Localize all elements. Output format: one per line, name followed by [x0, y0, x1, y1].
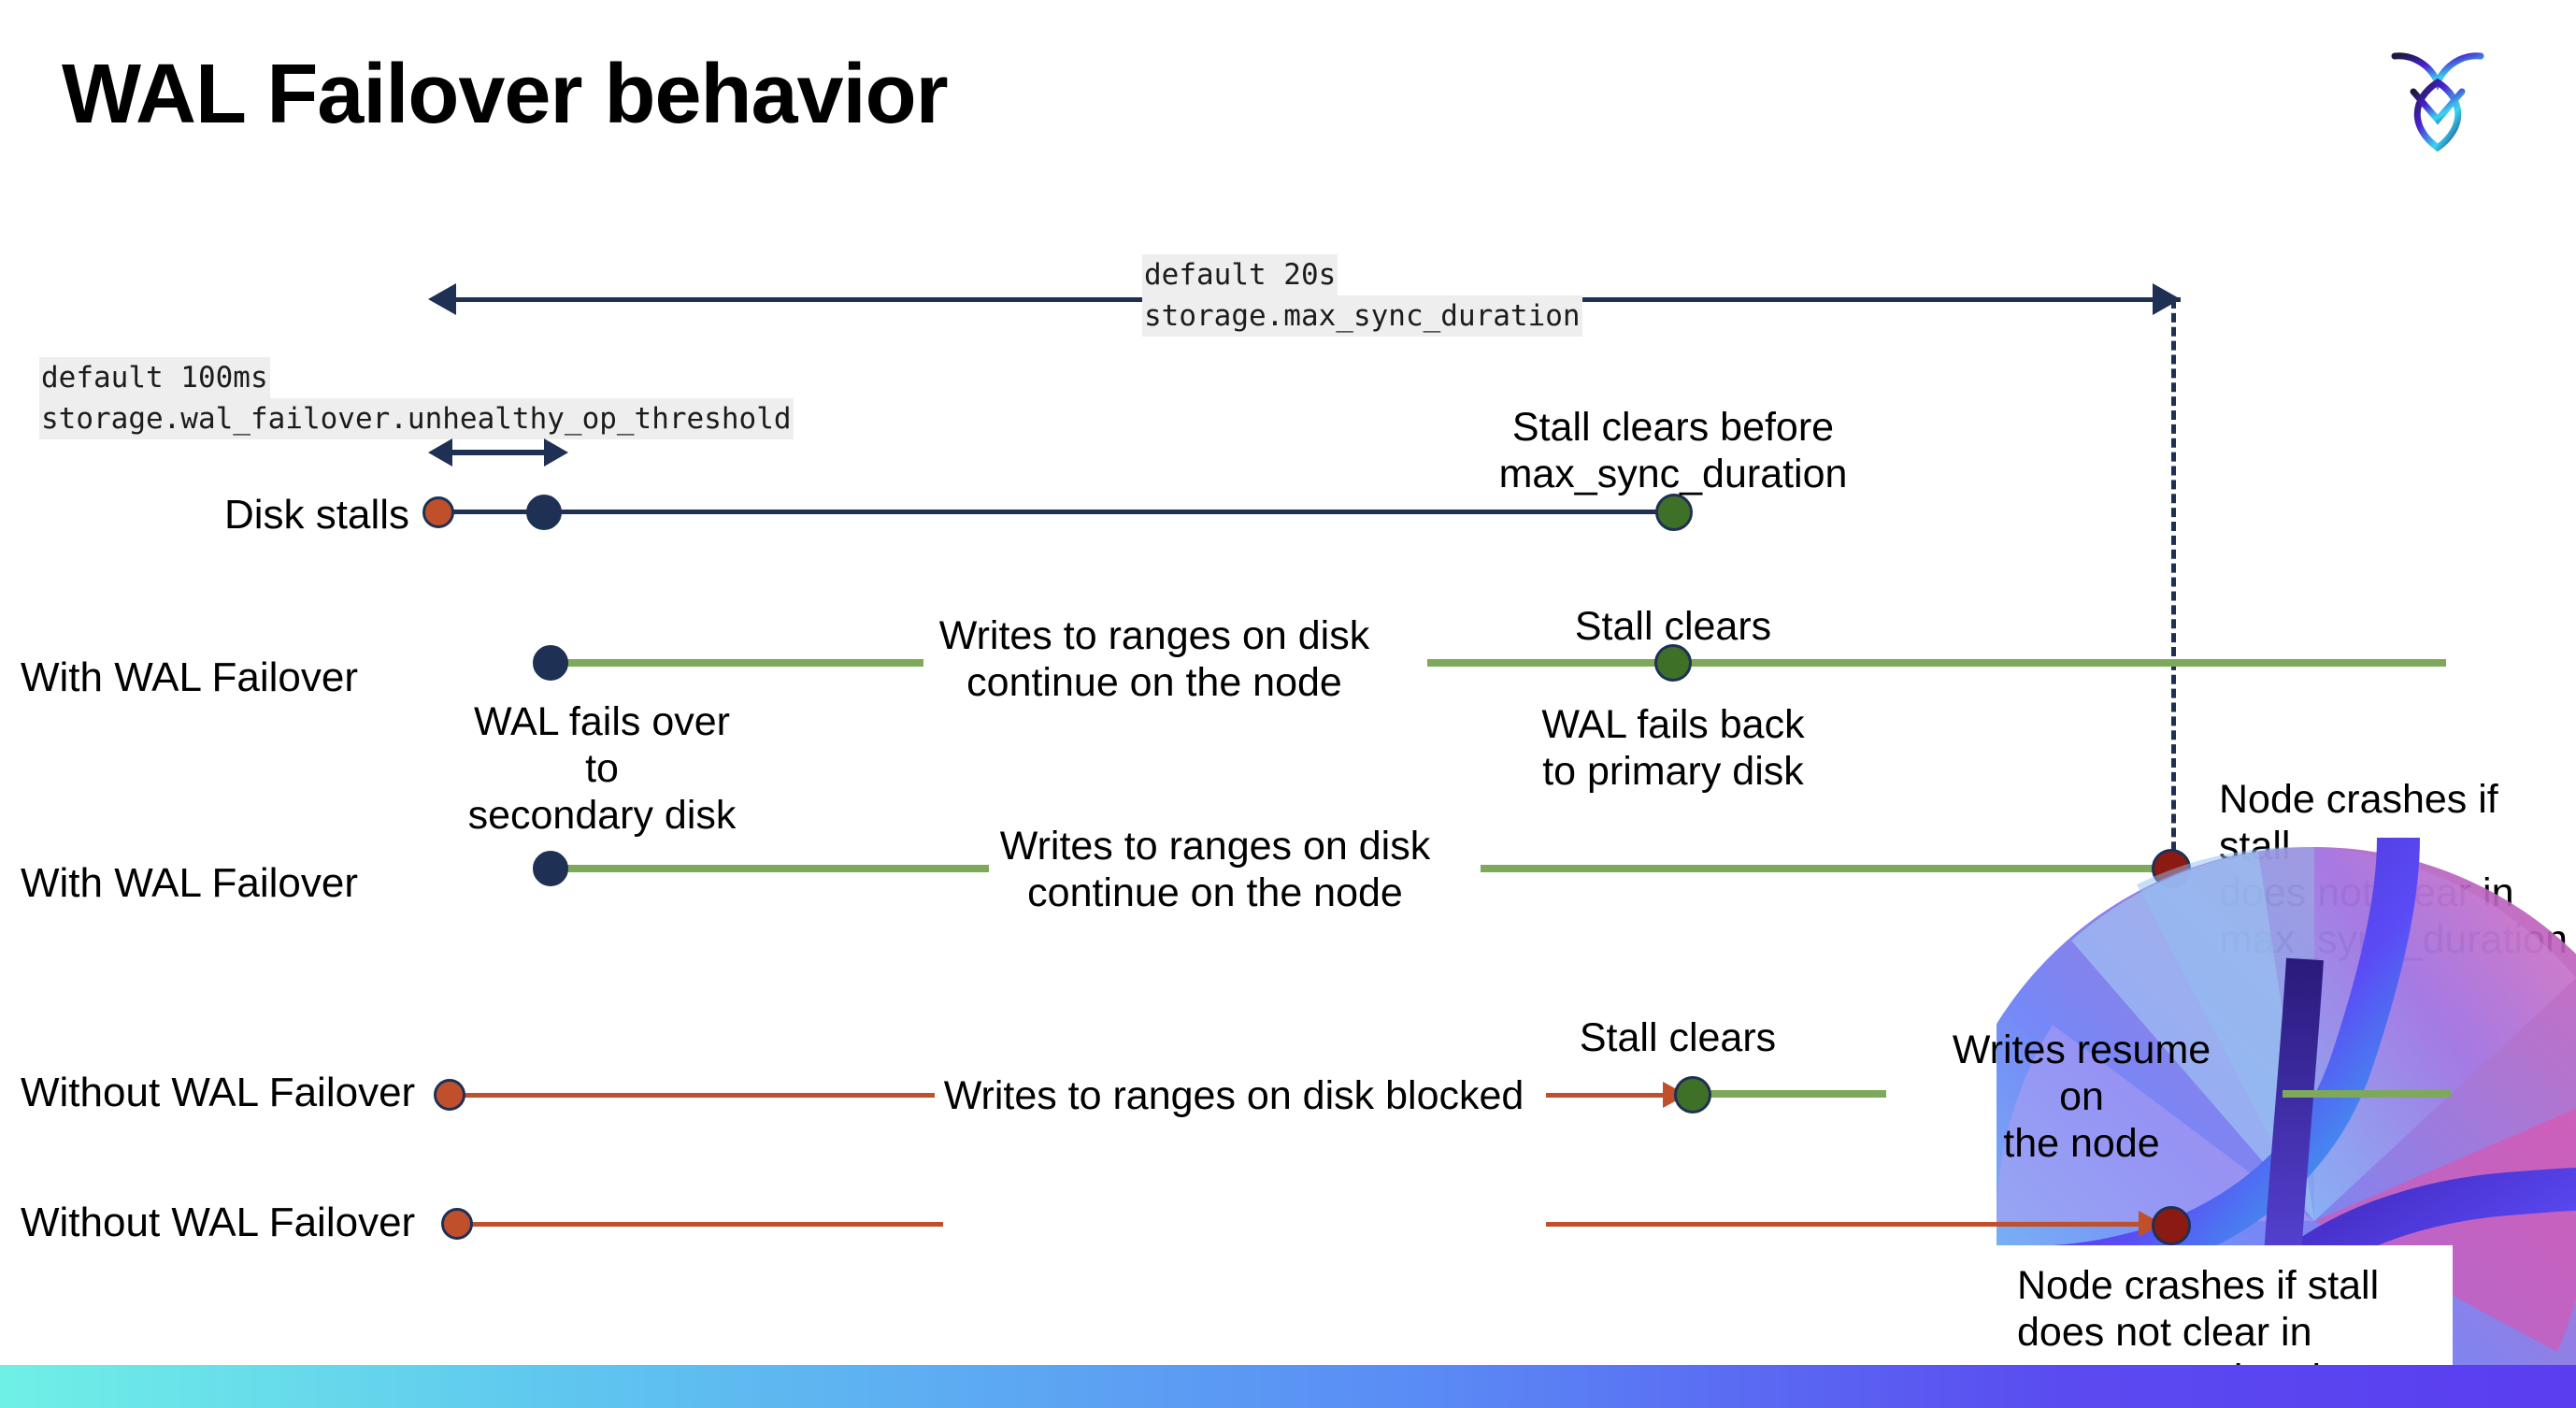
- without-wal-failover-1-resume-a: [1699, 1090, 1886, 1098]
- annotation-stall-clears-1: Stall clears: [1574, 604, 1772, 649]
- max-sync-default-text: default 20s: [1142, 254, 1338, 295]
- node-crashes-2-line2: does not clear in: [2017, 1310, 2312, 1355]
- row-label-without-wal-failover-2: Without WAL Failover: [21, 1200, 416, 1245]
- with-wal-failover-2-segment-b: [1481, 865, 2172, 872]
- row-label-with-wal-failover-1: With WAL Failover: [21, 654, 359, 700]
- wal-fails-over-line1: WAL fails over to: [474, 699, 730, 791]
- annotation-wal-fails-back: WAL fails back to primary disk: [1533, 701, 1813, 795]
- disk-stalls-start-marker: [422, 496, 454, 528]
- disk-stalls-failover-marker: [526, 495, 562, 530]
- without-wal-failover-1-blocked-b: [1546, 1093, 1677, 1098]
- without-wal-failover-1-clear-marker: [1674, 1076, 1711, 1113]
- stall-clears-before-line2: max_sync_duration: [1498, 452, 1848, 496]
- wal-fails-back-line1: WAL fails back: [1541, 702, 1805, 747]
- without-wal-failover-2-start-marker: [441, 1208, 473, 1240]
- with-wal-failover-2-segment-a: [550, 865, 989, 872]
- disk-stalls-timeline: [439, 510, 1678, 514]
- unhealthy-default-text: default 100ms: [39, 357, 270, 398]
- max-sync-duration-dashed-guide: [2171, 299, 2176, 879]
- writes-resume-line2: the node: [2003, 1121, 2160, 1166]
- with-wal-failover-1-failover-marker: [533, 645, 568, 681]
- node-crashes-1-line2: does not clear in: [2219, 870, 2514, 915]
- with-wal-failover-1-clear-marker: [1654, 644, 1692, 682]
- without-wal-failover-2-blocked-b: [1546, 1222, 2154, 1227]
- disk-stalls-clear-marker: [1655, 494, 1693, 531]
- row-label-with-wal-failover-2: With WAL Failover: [21, 860, 359, 906]
- unhealthy-threshold-span-line: [451, 450, 548, 455]
- without-wal-failover-1-start-marker: [434, 1079, 465, 1111]
- annotation-writes-continue-1: Writes to ranges on disk continue on the…: [935, 612, 1374, 706]
- without-wal-failover-2-blocked-a: [462, 1222, 943, 1227]
- writes-continue-2-line2: continue on the node: [1027, 870, 1403, 915]
- annotation-wal-fails-over: WAL fails over to secondary disk: [462, 698, 742, 839]
- with-wal-failover-2-failover-marker: [533, 851, 568, 886]
- node-crashes-1-line3: max_sync_duration: [2219, 917, 2568, 962]
- annotation-writes-resume: Writes resume on the node: [1927, 1027, 2236, 1167]
- wal-fails-back-line2: to primary disk: [1542, 749, 1804, 794]
- max-sync-span-arrow-left: [428, 283, 456, 315]
- max-sync-span-arrow-right: [2153, 283, 2181, 315]
- node-crashes-2-line1: Node crashes if stall: [2017, 1263, 2380, 1308]
- bottom-gradient-bar: [0, 1365, 2576, 1408]
- unhealthy-span-arrow-right: [544, 438, 568, 467]
- unhealthy-span-arrow-left: [428, 438, 452, 467]
- annotation-writes-blocked-1: Writes to ranges on disk blocked: [943, 1073, 1524, 1118]
- writes-continue-1-line2: continue on the node: [966, 660, 1342, 705]
- without-wal-failover-2-crash-marker: [2152, 1206, 2191, 1245]
- annotation-stall-clears-2: Stall clears: [1579, 1015, 1777, 1060]
- cockroachdb-logo-icon: [2382, 34, 2494, 155]
- with-wal-failover-2-crash-marker: [2152, 849, 2191, 888]
- node-crashes-1-line1: Node crashes if stall: [2219, 777, 2498, 869]
- page-title: WAL Failover behavior: [62, 48, 949, 141]
- without-wal-failover-1-resume-b: [2283, 1090, 2451, 1098]
- annotation-stall-clears-before: Stall clears before max_sync_duration: [1496, 404, 1851, 497]
- unhealthy-op-threshold-label: default 100ms storage.wal_failover.unhea…: [39, 357, 794, 439]
- with-wal-failover-1-segment-a: [550, 659, 923, 667]
- max-sync-duration-label: default 20s storage.max_sync_duration: [1142, 254, 1582, 337]
- without-wal-failover-1-blocked-a: [453, 1093, 935, 1098]
- writes-resume-line1: Writes resume on: [1952, 1027, 2211, 1119]
- annotation-node-crashes-1: Node crashes if stall does not clear in …: [2219, 776, 2574, 963]
- with-wal-failover-1-segment-b: [1427, 659, 2446, 667]
- unhealthy-setting-name: storage.wal_failover.unhealthy_op_thresh…: [39, 398, 794, 439]
- writes-continue-1-line1: Writes to ranges on disk: [938, 613, 1370, 658]
- row-label-disk-stalls: Disk stalls: [224, 492, 410, 538]
- annotation-writes-continue-2: Writes to ranges on disk continue on the…: [995, 823, 1435, 916]
- max-sync-setting-name: storage.max_sync_duration: [1142, 295, 1582, 337]
- stall-clears-before-line1: Stall clears before: [1511, 405, 1835, 450]
- row-label-without-wal-failover-1: Without WAL Failover: [21, 1070, 416, 1115]
- writes-continue-2-line1: Writes to ranges on disk: [999, 824, 1431, 869]
- wal-fails-over-line2: secondary disk: [467, 793, 737, 838]
